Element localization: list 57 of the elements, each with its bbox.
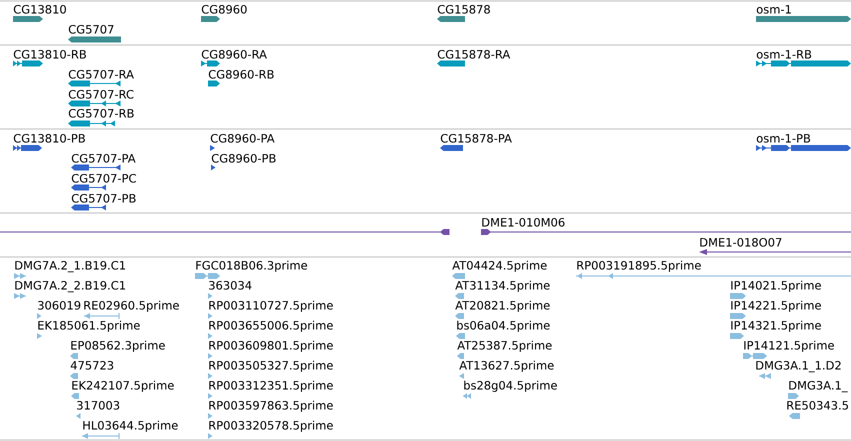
feature-label: AT13627.5prime — [459, 360, 554, 372]
feature-label: bs28g04.5prime — [464, 380, 557, 392]
feature-label: EP08562.3prime — [71, 340, 165, 352]
feature-label: osm-1-PB — [756, 134, 810, 143]
feature-label: RP003320578.5prime — [209, 420, 333, 432]
feature-label: CG8960-RA — [202, 50, 267, 59]
feature-label: FGC018B06.3prime — [196, 260, 308, 272]
feature-label: CG5707-RB — [68, 108, 134, 118]
feature-label: CG5707-RC — [68, 90, 134, 99]
feature-label: CG8960-PB — [212, 154, 276, 163]
feature-label: RP003312351.5prime — [209, 380, 333, 392]
feature-label: IP14321.5prime — [731, 320, 821, 332]
feature-label: EK185061.5prime — [38, 320, 140, 332]
feature-label: CG5707-PA — [72, 154, 136, 163]
feature-label: HL03644.5prime — [83, 420, 178, 432]
feature-label: DMG3A.1_ — [789, 380, 848, 392]
feature-label: RE50343.5 — [787, 400, 848, 410]
feature-label: RE02960.5prime — [84, 300, 179, 312]
feature-label: AT31134.5prime — [455, 280, 550, 292]
feature-label: RP003655006.5prime — [209, 320, 333, 332]
feature-label: 317003 — [77, 400, 120, 410]
feature-label: RP003110727.5prime — [209, 300, 333, 312]
feature-label: AT04424.5prime — [452, 260, 547, 272]
feature-label: RP003191895.5prime — [577, 260, 701, 272]
feature-label: osm-1-RB — [756, 50, 812, 59]
feature-label: 363034 — [209, 280, 252, 290]
feature-label: CG13810-RB — [14, 50, 86, 59]
feature-label: RP003597863.5prime — [209, 400, 333, 412]
feature-label: DMG7A.2_2.B19.C1 — [15, 280, 126, 292]
feature-label: IP14221.5prime — [731, 300, 821, 312]
feature-label: RP003505327.5prime — [209, 360, 333, 372]
feature-label: CG13810-PB — [14, 134, 85, 143]
feature-label: bs06a04.5prime — [457, 320, 550, 332]
feature-label: RP003609801.5prime — [209, 340, 333, 352]
feature-label: IP14121.5prime — [744, 340, 834, 352]
feature-label: CG5707 — [68, 24, 114, 34]
feature-label: 475723 — [70, 360, 114, 370]
feature-label: CG13810 — [14, 4, 66, 14]
feature-label: CG8960-PA — [210, 134, 275, 143]
feature-label: CG5707-PB — [72, 194, 136, 203]
feature-label: CG15878-RA — [438, 50, 510, 59]
feature-label: CG8960-RB — [208, 70, 274, 79]
feature-label: DME1-018O07 — [700, 238, 782, 247]
feature-label: CG5707-PC — [72, 174, 136, 183]
feature-label: AT25387.5prime — [457, 340, 552, 352]
feature-label: 306019 — [38, 300, 80, 310]
feature-label: DME1-010M06 — [482, 218, 564, 227]
feature-label: CG15878 — [438, 4, 490, 14]
feature-label: DMG3A.1_1.D2 — [756, 360, 841, 372]
feature-label: EK242107.5prime — [72, 380, 174, 392]
feature-label: CG5707-RA — [68, 70, 134, 79]
feature-label: osm-1 — [756, 5, 791, 14]
feature-label: CG8960 — [202, 4, 247, 14]
feature-label: AT20821.5prime — [455, 300, 550, 312]
feature-label: DMG7A.2_1.B19.C1 — [15, 260, 126, 272]
feature-label: CG15878-PA — [440, 134, 512, 143]
feature-label: IP14021.5prime — [731, 280, 821, 292]
